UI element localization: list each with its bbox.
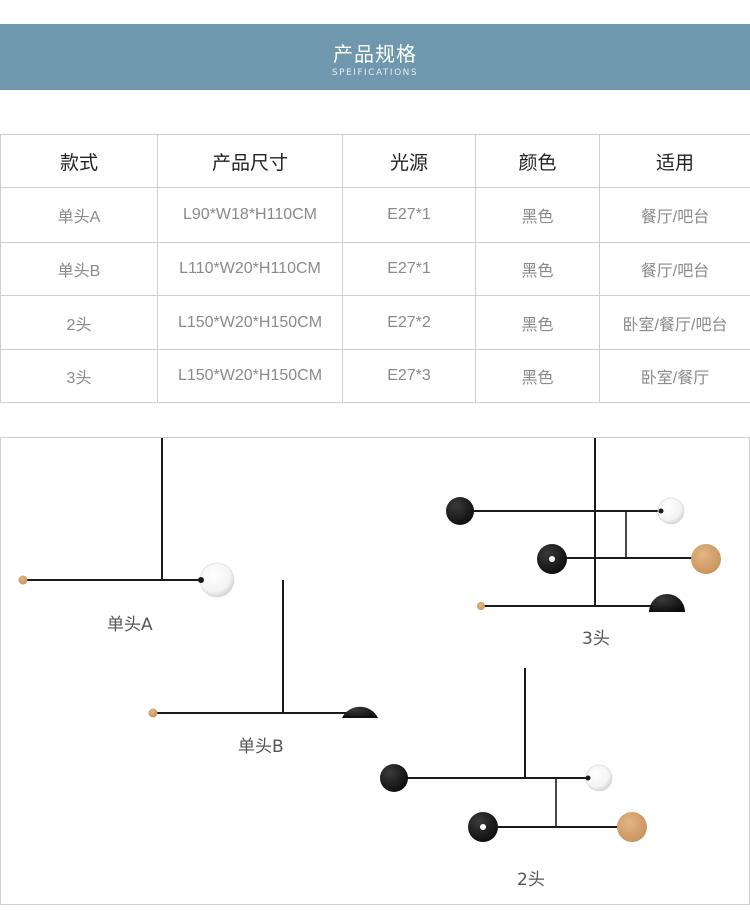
lamp-single-b xyxy=(148,580,378,718)
cell-usage: 餐厅/吧台 xyxy=(599,242,750,296)
cell-style: 单头B xyxy=(0,242,158,296)
lamp-gallery: 单头A 单头B 3头 2头 xyxy=(0,437,750,905)
cell-size: L150*W20*H150CM xyxy=(157,295,343,350)
caption-single-b: 单头B xyxy=(238,737,284,757)
cell-usage: 卧室/餐厅/吧台 xyxy=(599,295,750,350)
spec-table: 款式 产品尺寸 光源 颜色 适用 单头A L90*W18*H110CM E27*… xyxy=(0,134,750,403)
cell-size: L90*W18*H110CM xyxy=(157,187,343,243)
table-row: 3头 L150*W20*H150CM E27*3 黑色 卧室/餐厅 xyxy=(0,349,750,403)
lamp-single-a xyxy=(18,438,235,598)
col-header-color: 颜色 xyxy=(475,134,600,188)
cell-usage: 餐厅/吧台 xyxy=(599,187,750,243)
table-row: 2头 L150*W20*H150CM E27*2 黑色 卧室/餐厅/吧台 xyxy=(0,295,750,350)
lamp-two-head xyxy=(380,668,647,842)
cell-color: 黑色 xyxy=(475,349,600,403)
table-header-row: 款式 产品尺寸 光源 颜色 适用 xyxy=(0,134,750,188)
caption-three-head: 3头 xyxy=(582,629,610,649)
cell-color: 黑色 xyxy=(475,187,600,243)
spec-banner: 产品规格 SPEIFICATIONS xyxy=(0,24,750,90)
caption-two-head: 2头 xyxy=(517,870,545,890)
lamp-illustrations xyxy=(18,438,721,842)
lamp-three-head xyxy=(446,438,721,612)
cell-color: 黑色 xyxy=(475,242,600,296)
cell-color: 黑色 xyxy=(475,295,600,350)
cell-light-source: E27*3 xyxy=(342,349,476,403)
caption-single-a: 单头A xyxy=(107,615,153,635)
table-row: 单头A L90*W18*H110CM E27*1 黑色 餐厅/吧台 xyxy=(0,187,750,243)
col-header-light-source: 光源 xyxy=(342,134,476,188)
col-header-size: 产品尺寸 xyxy=(157,134,343,188)
banner-subtitle: SPEIFICATIONS xyxy=(331,68,419,78)
cell-size: L110*W20*H110CM xyxy=(157,242,343,296)
cell-size: L150*W20*H150CM xyxy=(157,349,343,403)
cell-light-source: E27*1 xyxy=(342,242,476,296)
cell-usage: 卧室/餐厅 xyxy=(599,349,750,403)
table-row: 单头B L110*W20*H110CM E27*1 黑色 餐厅/吧台 xyxy=(0,242,750,296)
cell-light-source: E27*2 xyxy=(342,295,476,350)
cell-light-source: E27*1 xyxy=(342,187,476,243)
cell-style: 单头A xyxy=(0,187,158,243)
col-header-style: 款式 xyxy=(0,134,158,188)
col-header-usage: 适用 xyxy=(599,134,750,188)
cell-style: 2头 xyxy=(0,295,158,350)
cell-style: 3头 xyxy=(0,349,158,403)
banner-title: 产品规格 xyxy=(333,42,417,66)
